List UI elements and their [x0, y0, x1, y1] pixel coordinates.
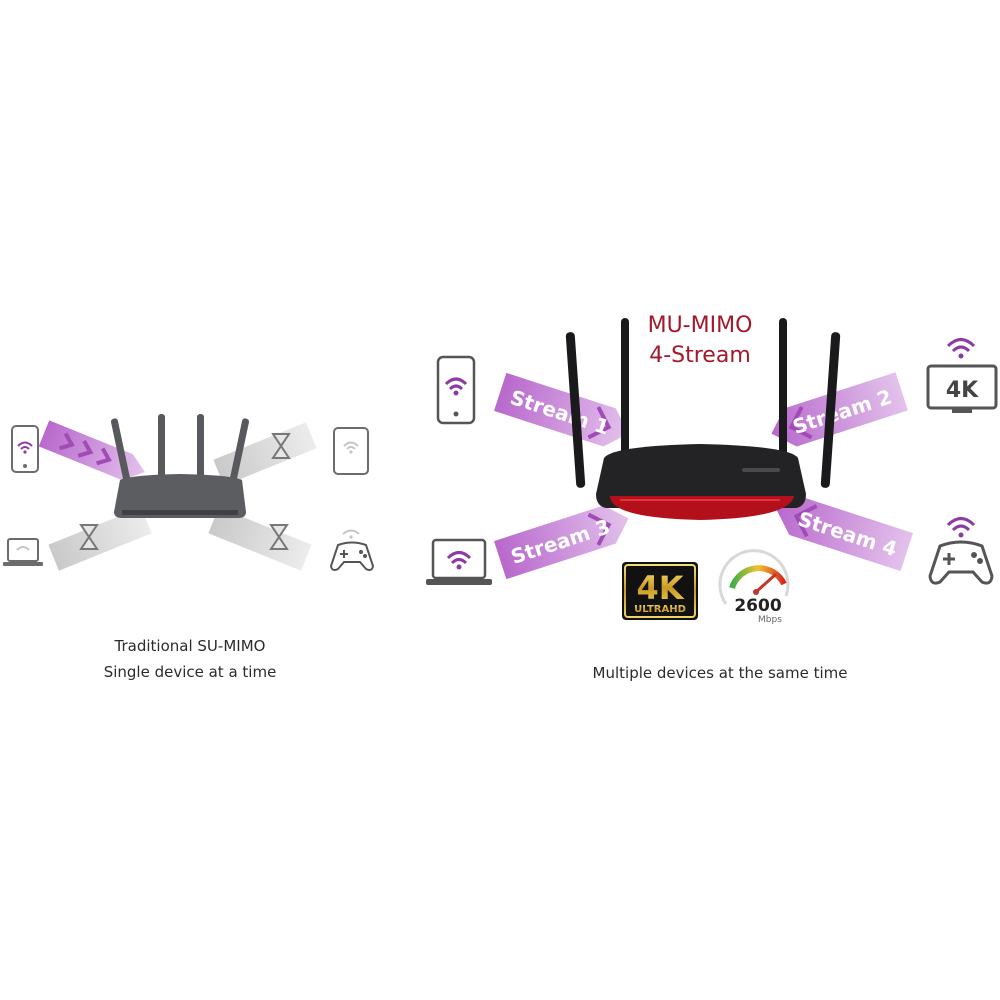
4k-badge-text: 4K [636, 569, 684, 607]
mu-mimo-caption: Multiple devices at the same time [592, 664, 848, 682]
tv-4k-icon: 4K [926, 338, 998, 413]
speed-gauge-icon: 2600 Mbps [718, 549, 790, 625]
game-controller-icon [329, 529, 375, 571]
mu-mimo-title-line2: 4-Stream [649, 343, 751, 368]
stream-1-band: Stream 1 [494, 372, 629, 447]
router-su-mimo [110, 414, 250, 518]
laptop-icon [426, 538, 492, 585]
hourglass-icon [79, 524, 99, 550]
su-mimo-panel [3, 414, 375, 571]
hourglass-icon [271, 433, 291, 459]
ultrahd-badge-text: ULTRAHD [634, 604, 686, 615]
hourglass-icon [269, 524, 289, 550]
speed-value: 2600 [734, 596, 781, 616]
tv-4k-label: 4K [946, 378, 979, 403]
band-top-left-active [38, 420, 145, 481]
laptop-icon [3, 538, 43, 566]
su-mimo-caption-line1: Traditional SU-MIMO [114, 637, 266, 655]
tablet-icon [333, 427, 369, 475]
su-mimo-caption-line2: Single device at a time [103, 663, 277, 681]
su-mimo-caption: Traditional SU-MIMO Single device at a t… [60, 633, 320, 685]
game-controller-icon [928, 517, 994, 585]
band-top-right-idle [213, 422, 317, 486]
4k-ultrahd-badge: 4K ULTRAHD [622, 562, 698, 620]
stream-3-band: Stream 3 [494, 505, 629, 580]
smartphone-icon-active [11, 425, 39, 473]
speed-unit: Mbps [758, 615, 782, 625]
mu-mimo-title: MU-MIMO 4-Stream [600, 311, 800, 371]
smartphone-icon [436, 355, 476, 425]
mu-mimo-title-line1: MU-MIMO [647, 313, 753, 338]
band-bottom-left-idle [48, 507, 152, 571]
router-mu-mimo [565, 318, 841, 520]
band-bottom-right-idle [208, 507, 312, 571]
